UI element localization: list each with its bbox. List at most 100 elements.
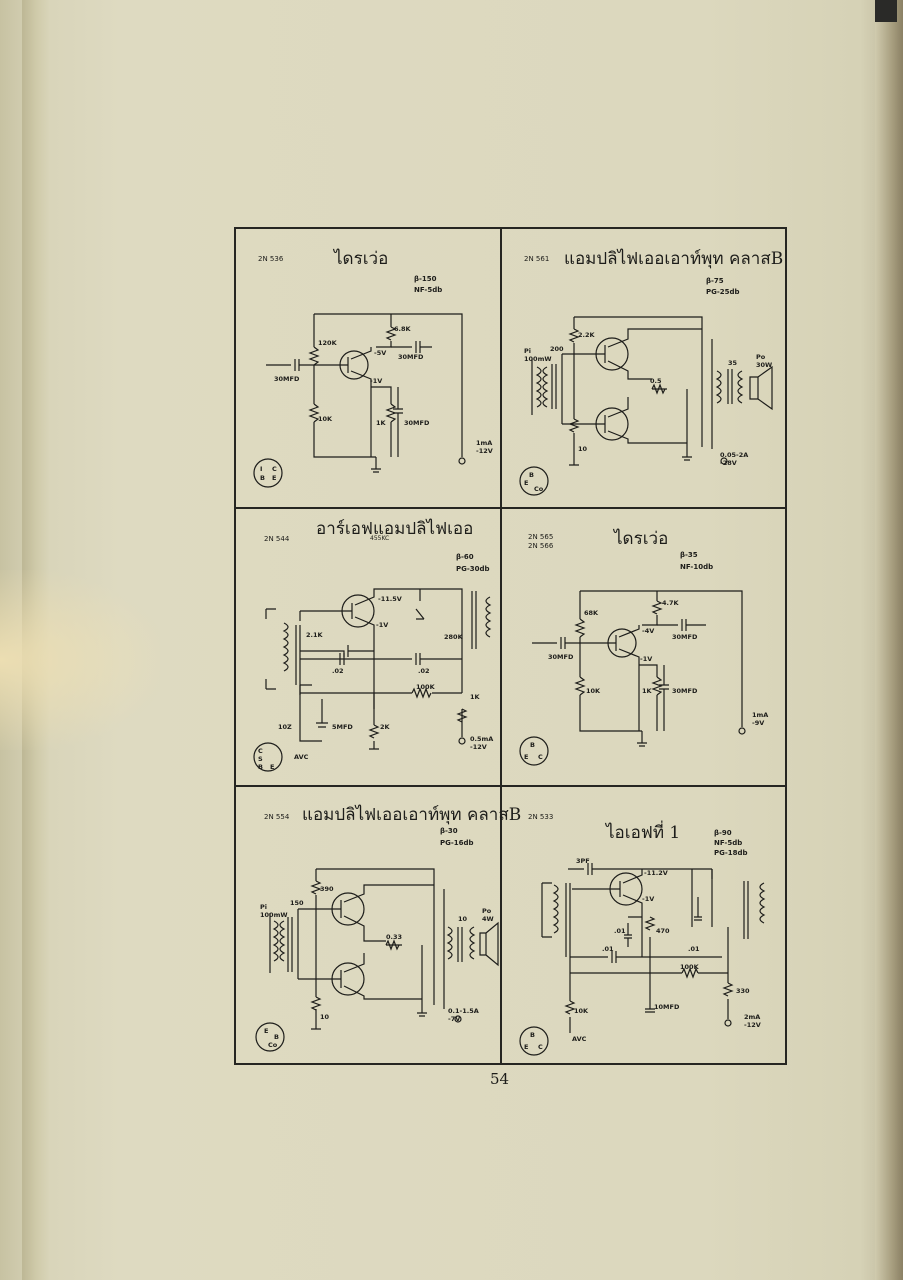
panel-model: 2N 544 — [264, 535, 290, 543]
panel-title: อาร์เอฟแอมปลิไฟเออ — [316, 519, 474, 539]
label-v2: -1V — [642, 895, 654, 903]
panel-rf-2n544: 2N 544 อาร์เอฟแอมปลิไฟเออ 455KC β-60 PG-… — [236, 509, 500, 785]
panel-subtitle: 455KC — [370, 535, 390, 542]
label-r1: 470 — [656, 927, 670, 935]
label-out1: 0.1-1.5A — [448, 1007, 479, 1015]
label-c3: 5MFD — [332, 723, 353, 731]
panel-spec-2: PG-30db — [456, 565, 490, 573]
label-avc: AVC — [294, 753, 309, 761]
label-v2: -1V — [370, 377, 382, 385]
pin-label: E — [524, 479, 528, 487]
panel-spec-beta: β-30 — [440, 827, 458, 835]
panel-title: แอมปลิไฟเออเอาท์พุท คลาสB — [564, 249, 784, 269]
pin-label: C — [538, 753, 543, 761]
grid-divider-vertical — [500, 229, 502, 1063]
pin-label: C — [258, 747, 263, 755]
grid-divider-row-1 — [236, 507, 785, 509]
label-r2: 100K — [680, 963, 700, 971]
label-c1: 3PF — [576, 857, 590, 865]
pin-label: S — [258, 755, 263, 763]
circuit-diagram: 3PF -11.2V -1V .01 470 .01 .01 100K 330 … — [519, 857, 766, 1056]
label-pi-power: 100mW — [260, 911, 288, 919]
panel-spec-2: PG-16db — [440, 839, 474, 847]
pin-label: Co — [268, 1041, 278, 1049]
label-r4: 10 — [578, 445, 588, 453]
panel-spec-beta: β-90 — [714, 829, 732, 837]
label-r5: 10Z — [278, 723, 292, 731]
pin-label: B — [260, 474, 265, 482]
label-out2: -7V — [448, 1015, 460, 1023]
pin-label: E — [272, 474, 276, 482]
label-po: Po — [482, 907, 492, 915]
label-c2: 30MFD — [672, 687, 698, 695]
label-r3: 0.5 — [650, 377, 662, 385]
label-pi: Pi — [260, 903, 267, 911]
panel-model: 2N 561 — [524, 255, 550, 263]
label-out1: 1mA — [752, 711, 768, 719]
panel-spec-beta: β-150 — [414, 275, 437, 283]
label-t1: 35 — [728, 359, 738, 367]
label-cin: 30MFD — [548, 653, 574, 661]
label-r4: 1K — [642, 687, 653, 695]
label-pi-power: 100mW — [524, 355, 552, 363]
label-r2: 150 — [290, 899, 304, 907]
label-c3: .01 — [602, 945, 614, 953]
panel-spec-beta: β-35 — [680, 551, 698, 559]
pin-label: B — [530, 1031, 535, 1039]
label-po-power: 4W — [482, 915, 494, 923]
label-r3: 330 — [736, 987, 750, 995]
panel-classb-2n554: 2N 554 แอมปลิไฟเออเอาท์พุท คลาสB β-30 PG… — [236, 787, 521, 1065]
circuit-diagram: -11.5V -1V 2.1K 280K .02 .02 100K 1K 10Z… — [253, 588, 493, 772]
panel-spec-3: PG-18db — [714, 849, 748, 857]
panel-spec-2: NF-5db — [714, 839, 743, 847]
label-v1: -11.2V — [644, 869, 668, 877]
label-v2: -1V — [376, 621, 388, 629]
panel-spec-beta: β-60 — [456, 553, 474, 561]
label-c4: .01 — [688, 945, 700, 953]
pin-label: E — [264, 1027, 268, 1035]
label-r3: 10K — [586, 687, 601, 695]
panel-if-2n533: 2N 533 ไอเอฟที่ 1 β-90 NF-5db PG-18db — [502, 787, 787, 1065]
pin-label: E — [524, 1043, 528, 1051]
label-out1: 2mA — [744, 1013, 760, 1021]
corner-tab — [875, 0, 897, 22]
panel-classb-2n561: 2N 561 แอมปลิไฟเออเอาท์พุท คลาสB β-75 PG… — [502, 229, 787, 507]
label-r6: 2K — [380, 723, 391, 731]
label-out1: 0.5mA — [470, 735, 493, 743]
label-c1: 30MFD — [672, 633, 698, 641]
panel-driver-2n536: 2N 536 ไดรเว่อ β-150 NF-5db — [236, 229, 500, 507]
label-c2: .02 — [418, 667, 430, 675]
label-r3: 0.33 — [386, 933, 402, 941]
circuit-diagram: 2.2K 200 Pi 100mW 0.5 10 35 Po 30W 0.05-… — [519, 316, 773, 496]
panel-spec-beta: β-75 — [706, 277, 724, 285]
label-c2: .01 — [614, 927, 626, 935]
pin-label: I — [260, 465, 262, 473]
pin-label: E — [524, 753, 528, 761]
label-r2: 280K — [444, 633, 464, 641]
panel-spec-2: PG-25db — [706, 288, 740, 296]
label-out2: -9V — [752, 719, 764, 727]
label-v1: -4V — [642, 627, 654, 635]
label-out1: 1mA — [476, 439, 492, 447]
panel-model: 2N 554 — [264, 813, 290, 821]
label-out2: -12V — [470, 743, 487, 751]
pin-label: B — [258, 763, 263, 771]
label-r3: 100K — [416, 683, 436, 691]
label-po-power: 30W — [756, 361, 772, 369]
pin-label: E — [270, 763, 274, 771]
label-r1: 120K — [318, 339, 338, 347]
label-r4: 1K — [470, 693, 481, 701]
pin-label: C — [272, 465, 277, 473]
label-r3: 10K — [318, 415, 333, 423]
panel-title: ไดรเว่อ — [614, 529, 669, 549]
label-r1: 390 — [320, 885, 334, 893]
label-c1: 30MFD — [398, 353, 424, 361]
label-out1: 0.05-2A — [720, 451, 748, 459]
panel-title: ไอเอฟที่ 1 — [606, 823, 681, 843]
label-v1: -5V — [374, 349, 386, 357]
label-out2: -28V — [720, 459, 737, 467]
label-r1: 68K — [584, 609, 599, 617]
panel-spec-2: NF-10db — [680, 563, 714, 571]
label-r1: 2.2K — [578, 331, 596, 339]
